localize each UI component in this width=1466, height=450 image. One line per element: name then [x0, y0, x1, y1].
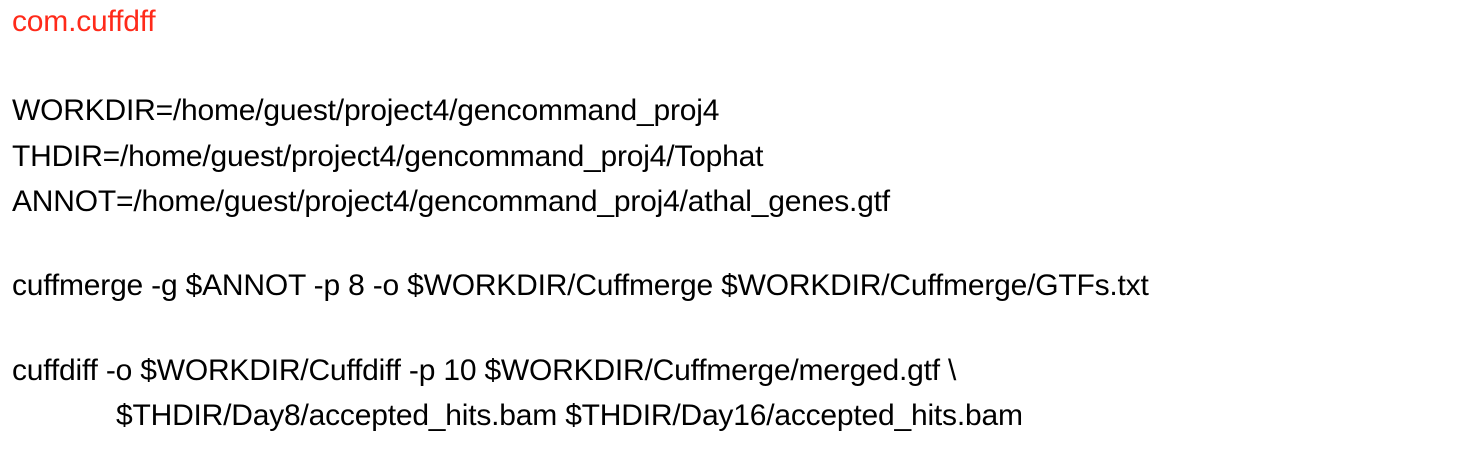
cuffdiff-command-line-2: $THDIR/Day8/accepted_hits.bam $THDIR/Day…: [116, 399, 1023, 432]
thdir-variable-line: THDIR=/home/guest/project4/gencommand_pr…: [12, 140, 764, 173]
annot-variable-line: ANNOT=/home/guest/project4/gencommand_pr…: [12, 185, 890, 218]
document-title: com.cuffdff: [12, 5, 156, 38]
workdir-variable-line: WORKDIR=/home/guest/project4/gencommand_…: [12, 94, 720, 127]
cuffmerge-command-line: cuffmerge -g $ANNOT -p 8 -o $WORKDIR/Cuf…: [12, 269, 1149, 302]
cuffdiff-command-line-1: cuffdiff -o $WORKDIR/Cuffdiff -p 10 $WOR…: [12, 354, 957, 387]
